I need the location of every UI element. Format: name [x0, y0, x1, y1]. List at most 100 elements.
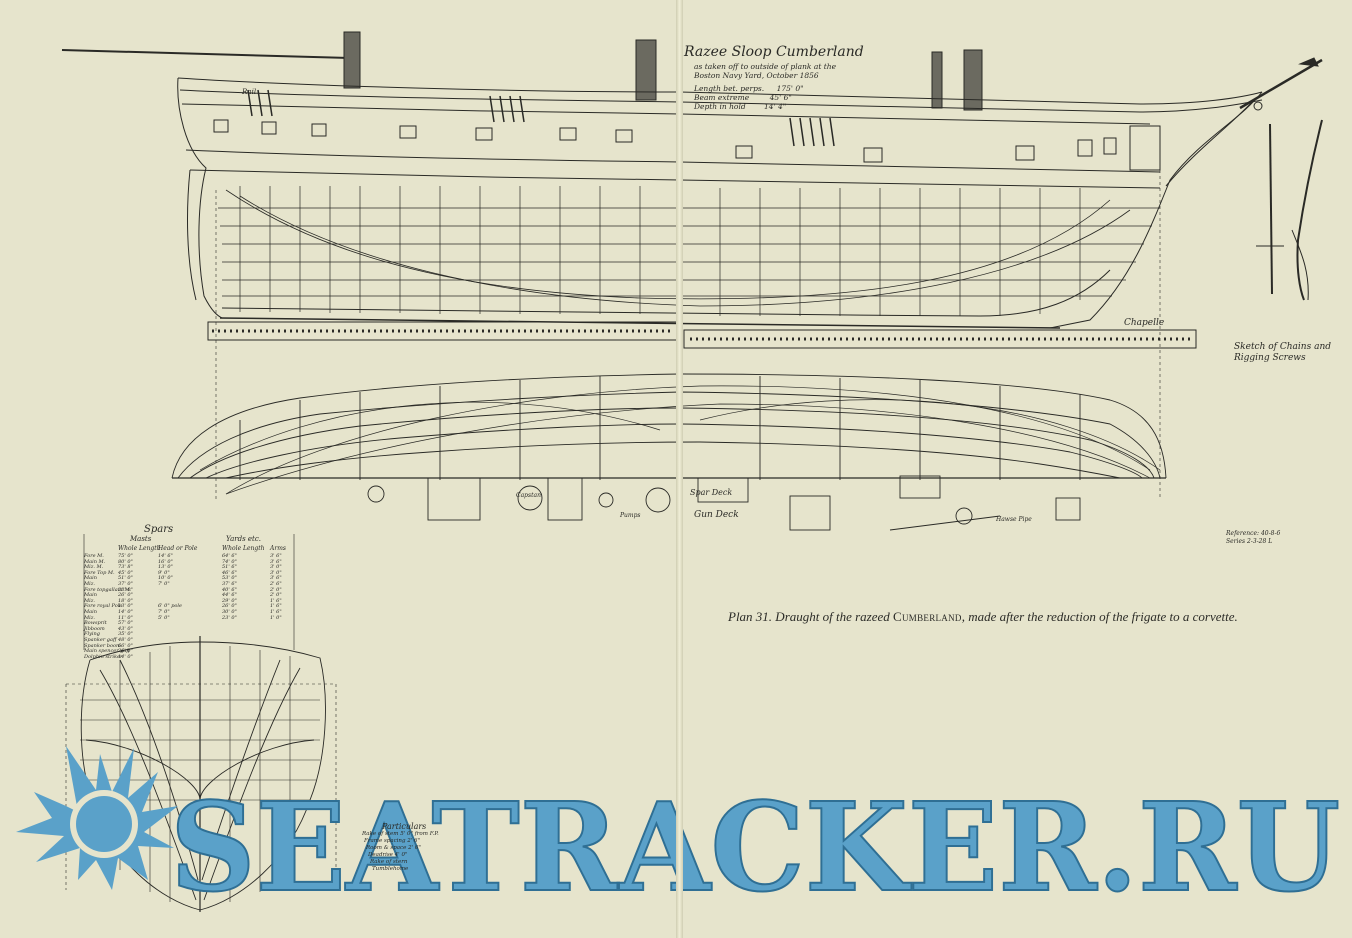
rigging-sketch-note: Sketch of Chains and Rigging Screws — [1234, 342, 1331, 363]
spar-value: 51' 6" — [222, 564, 237, 571]
spar-value: 1' 0" — [270, 614, 282, 621]
dimensions-list: Length bet. perps. 175' 0" Beam extreme … — [694, 84, 804, 111]
spar-value: 9' 0" — [158, 569, 170, 576]
spar-value: 1' 6" — [270, 603, 282, 610]
spar-value: 18' 0" — [118, 597, 133, 604]
spars-rows: Fore M.75' 0"14' 6"64' 6"3' 6"Main M.80'… — [84, 553, 304, 661]
spar-value: 74' 0" — [222, 558, 237, 565]
plate-caption: Plan 31. Draught of the razeed Cumberlan… — [728, 608, 1248, 626]
spar-value: 3' 6" — [270, 575, 282, 582]
book-spine — [676, 0, 683, 938]
spar-name: Fore topgallant M. — [84, 586, 132, 593]
spar-name: Flying — [84, 631, 100, 638]
spar-value: 7' 0" — [158, 608, 170, 615]
spar-value: 13' 0" — [118, 603, 133, 610]
spar-value: 3' 0" — [270, 569, 282, 576]
spar-value: 66' 0" — [118, 642, 133, 649]
caption-ship-name: Cumberland — [893, 609, 962, 624]
spar-value: 51' 0" — [118, 575, 133, 582]
spars-table-lines — [83, 534, 295, 650]
spars-row: Miz.37' 0"7' 0"37' 6"2' 6" — [84, 580, 304, 588]
spars-title: Spars — [144, 524, 174, 535]
plan-subtitle: as taken off to outside of plank at the … — [694, 62, 837, 80]
sheer-plan — [61, 31, 1323, 329]
spars-row: Main 14' 0" 7' 0" 30' 0" 1' 6" — [84, 608, 304, 616]
particulars-line: Rake of stern — [370, 859, 408, 865]
dim-label: Beam extreme — [694, 93, 750, 102]
spar-value: 2' 0" — [270, 586, 282, 593]
spar-value: 11' 0" — [118, 614, 133, 621]
spar-value: 36' 0" — [118, 648, 133, 655]
spar-value: 64' 6" — [222, 553, 237, 559]
spar-value: 2' 0" — [270, 592, 282, 599]
spar-value: 10' 0" — [158, 575, 173, 582]
spar-value: 14' 0" — [118, 653, 133, 660]
particulars-lines: Rake of stem 5' 0" from F.P.Frame spacin… — [362, 831, 472, 873]
spar-name: Miz. — [84, 597, 95, 604]
spar-name: Main — [84, 608, 97, 615]
spar-name: Spanker boom — [84, 642, 121, 649]
caption-suffix: , made after the reduction of the frigat… — [961, 609, 1238, 624]
spar-value: 29' 0" — [222, 597, 237, 604]
spar-name: Spanker gaff — [84, 636, 117, 643]
label-rail: Rail — [242, 88, 257, 96]
spars-row: Miz. 18' 0" 29' 0" 1' 6" — [84, 597, 304, 605]
particulars-line: Deadrise 4' 0" — [368, 852, 408, 858]
spar-value: 7' 0" — [158, 580, 170, 587]
spar-name: Dolphin striker — [84, 653, 123, 660]
spar-name: Main — [84, 592, 97, 599]
label-pumps: Pumps — [620, 512, 641, 519]
spar-value: 14' 6" — [158, 553, 173, 559]
spars-row: Jibboom 43' 0" — [84, 625, 304, 633]
spar-value: 3' 0" — [270, 564, 282, 571]
label-spar-deck: Spar Deck — [690, 488, 733, 497]
spar-name: Jibboom — [84, 625, 105, 632]
spar-value: 23' 0" — [222, 614, 237, 621]
spar-value: 5' 0" — [158, 614, 170, 621]
spar-name: Main M. — [84, 558, 106, 565]
spars-row: Fore topgallant M.23' 0"40' 6"2' 0" — [84, 586, 304, 594]
col-header: Head or Pole — [158, 545, 198, 552]
particulars-line: Room & space 2' 6" — [366, 845, 421, 851]
spar-value: 1' 6" — [270, 608, 282, 615]
spar-value: 1' 6" — [270, 597, 282, 604]
spar-value: 73' 8" — [118, 564, 133, 571]
dim-label: Length bet. perps. — [694, 84, 765, 93]
spar-value: 14' 0" — [118, 608, 133, 615]
watermark-text: SEATRACKER.RU — [170, 775, 1340, 919]
spar-name: Miz. — [84, 580, 95, 587]
spar-value: 26' 0" — [222, 603, 237, 610]
spar-value: 40' 6" — [222, 586, 237, 593]
spar-value: 3' 6" — [270, 558, 282, 565]
spar-value: 57' 0" — [118, 620, 133, 627]
spar-value: 30' 0" — [222, 608, 237, 615]
spar-name: Fore royal Pole — [84, 603, 123, 610]
label-capstan: Capstan — [516, 492, 541, 499]
spars-row: Fore Top M.45' 0"9' 0"46' 6"3' 0" — [84, 569, 304, 577]
particulars-line: Tumblehome — [372, 866, 409, 872]
dim-value: 45' 6" — [769, 93, 792, 102]
spar-value: 37' 0" — [118, 580, 133, 587]
spars-row: Miz.11' 0"5' 0"23' 0"1' 0" — [84, 614, 304, 622]
dim-value: 175' 0" — [776, 84, 804, 93]
spar-value: 37' 6" — [222, 580, 237, 587]
col-header: Whole Length — [222, 545, 265, 552]
spar-value: 26' 0" — [118, 592, 133, 599]
spar-name: Main spencer gaff — [84, 648, 130, 655]
spar-value: 43' 0" — [118, 625, 133, 632]
body-plan — [65, 636, 337, 912]
reference-note: Reference: 40-8-6 Series 2-3-28 L — [1226, 530, 1281, 545]
label-hawse-pipe: Hawse Pipe — [996, 516, 1032, 523]
spar-name: Fore Top M. — [84, 569, 115, 576]
particulars-block: Particulars Rake of stem 5' 0" from F.P.… — [362, 822, 472, 873]
spar-value: 13' 0" — [158, 564, 173, 571]
spar-value: 80' 0" — [118, 558, 133, 565]
dim-label: Depth in hold — [694, 102, 746, 111]
